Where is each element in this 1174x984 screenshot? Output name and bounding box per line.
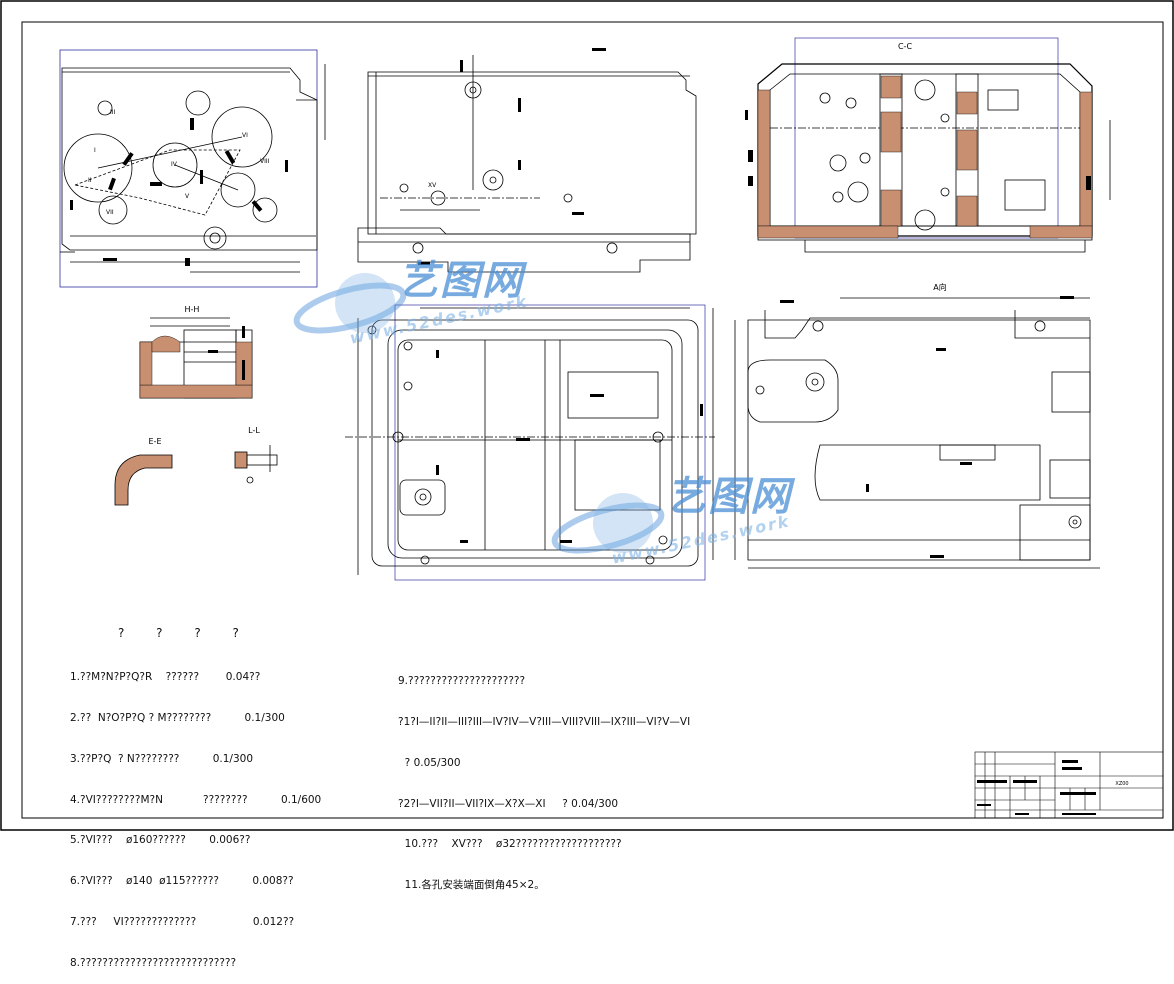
section-e-view — [114, 454, 173, 506]
note-line: 2.?? N?O?P?Q ? M???????? 0.1/300 — [70, 711, 285, 724]
section-c-view — [745, 37, 1111, 253]
notes-title: ? ? ? ? — [118, 626, 253, 640]
section-e-label: E-E — [149, 437, 162, 446]
section-l-label: L-L — [248, 426, 260, 435]
drawing-sheet: C-C H-H E-E L-L A向 I II III IV V VI VII … — [0, 0, 1174, 831]
note-line: 1.??M?N?P?Q?R ?????? 0.04?? — [70, 671, 261, 684]
note-line: 6.?VI??? ø140 ø115?????? 0.008?? — [70, 875, 294, 888]
note-line: 11.各孔安装端面倒角45×2。 — [398, 879, 545, 892]
section-h-view — [139, 317, 253, 399]
roman-label: II — [88, 177, 92, 184]
roman-label: III — [110, 109, 116, 116]
roman-label: VII — [106, 209, 114, 216]
title-block — [974, 751, 1164, 819]
roman-label: VI — [242, 132, 248, 139]
roman-label: VIII — [260, 158, 270, 165]
note-line: 9.????????????????????? — [398, 675, 526, 688]
roman-label: I — [94, 147, 96, 154]
view-a-label: A向 — [933, 282, 946, 292]
notes-right: 9.????????????????????? ?1?I—II?II—III?I… — [398, 648, 690, 906]
inner-frame — [21, 21, 1164, 819]
roman-label: V — [185, 193, 190, 200]
note-line: ?1?I—II?II—III?III—IV?IV—V?III—VIII?VIII… — [398, 715, 691, 728]
note-line: 5.?VI??? ø160?????? 0.006?? — [70, 834, 251, 847]
note-line: 8.???????????????????????????? — [70, 956, 237, 969]
notes-left: 1.??M?N?P?Q?R ?????? 0.04?? 2.?? N?O?P?Q… — [70, 644, 321, 984]
note-line: 10.??? XV??? ø32??????????????????? — [398, 838, 622, 851]
roman-label: XV — [428, 182, 437, 189]
note-line: 4.?VI????????M?N ???????? 0.1/600 — [70, 793, 322, 806]
note-line: 7.??? VI????????????? 0.012?? — [70, 915, 295, 928]
section-c-label: C-C — [898, 42, 912, 51]
outer-frame — [0, 0, 1174, 831]
section-h-label: H-H — [185, 305, 200, 314]
gear-layout-view — [59, 49, 326, 288]
drawing-number: XZ00 — [1115, 781, 1128, 787]
note-line: ? 0.05/300 — [398, 756, 461, 769]
view-a — [734, 296, 1100, 569]
roman-label: IV — [171, 161, 178, 168]
plan-view — [345, 304, 715, 581]
note-line: 3.??P?Q ? N???????? 0.1/300 — [70, 752, 254, 765]
note-line: ?2?I—VII?II—VII?IX—X?X—XI ? 0.04/300 — [398, 797, 619, 810]
section-l-view — [234, 445, 278, 484]
side-elevation-view — [357, 48, 697, 273]
